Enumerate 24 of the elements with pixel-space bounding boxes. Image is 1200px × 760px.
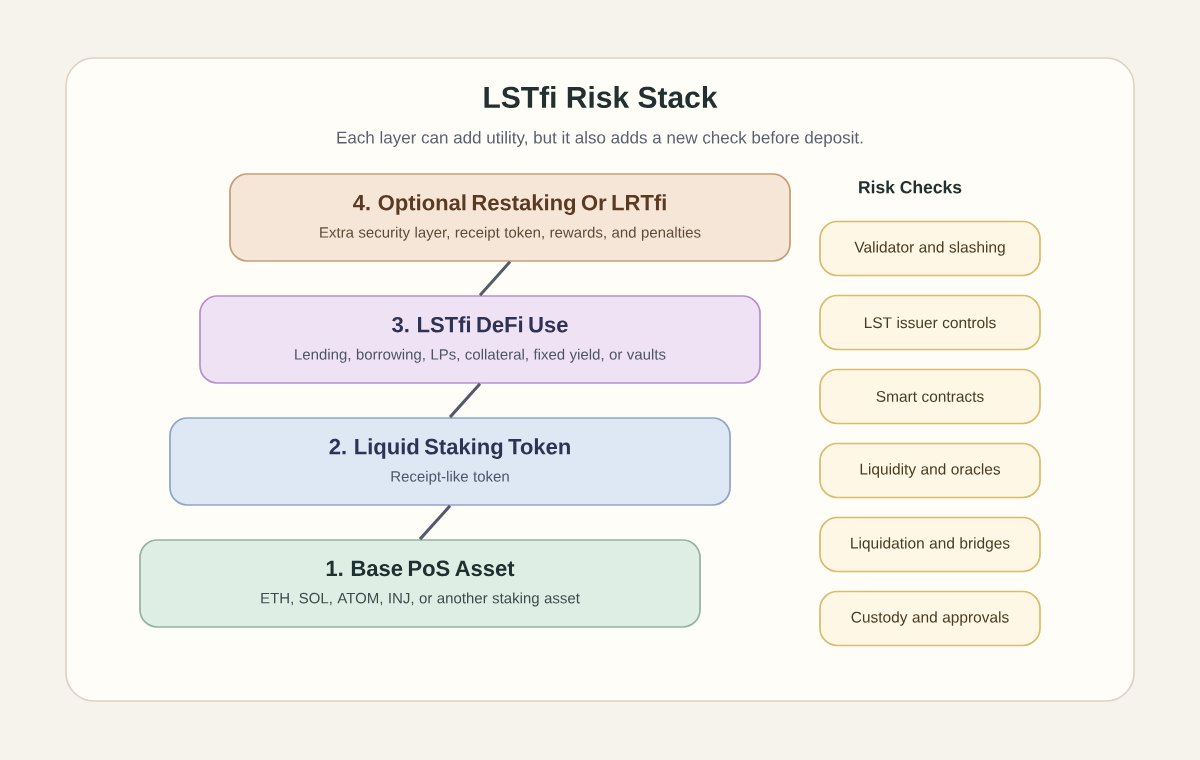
layer-description: Receipt-like token: [391, 470, 509, 485]
layer-title: 2. Liquid Staking Token: [329, 438, 570, 459]
layer-title: 3. LSTfi DeFi Use: [392, 316, 568, 333]
layer-box: [199, 295, 761, 384]
layer-box: [169, 417, 731, 506]
risk-check-box: Liquidity and oracles: [819, 442, 1041, 499]
connector-line: [418, 504, 452, 541]
title: LSTfi Risk Stack: [484, 85, 718, 108]
connector-line: [478, 260, 512, 297]
layer-box: [139, 539, 701, 628]
risk-check-box: Smart contracts: [819, 368, 1041, 425]
layer-description: ETH, SOL, ATOM, INJ, or another staking asset: [261, 592, 580, 607]
layer-title: 1. Base PoS Asset: [326, 560, 515, 577]
risk-check-box: Liquidation and bridges: [819, 516, 1041, 573]
risk-check-box: Custody and approvals: [819, 590, 1041, 647]
layer-box: [229, 173, 791, 262]
column-heading: Risk Checks: [859, 180, 962, 194]
connector-line: [448, 382, 482, 419]
risk-check-box: LST issuer controls: [819, 294, 1041, 351]
layer-description: Lending, borrowing, LPs, collateral, fixed yield, or vaults: [295, 348, 666, 363]
subtitle: Each layer can add utility, but it also adds a new check before deposit.: [337, 131, 863, 147]
risk-check-box: Validator and slashing: [819, 220, 1041, 277]
layer-title: 4. Optional Restaking Or LRTfi: [353, 194, 666, 215]
layer-description: Extra security layer, receipt token, rewards, and penalties: [320, 226, 701, 241]
